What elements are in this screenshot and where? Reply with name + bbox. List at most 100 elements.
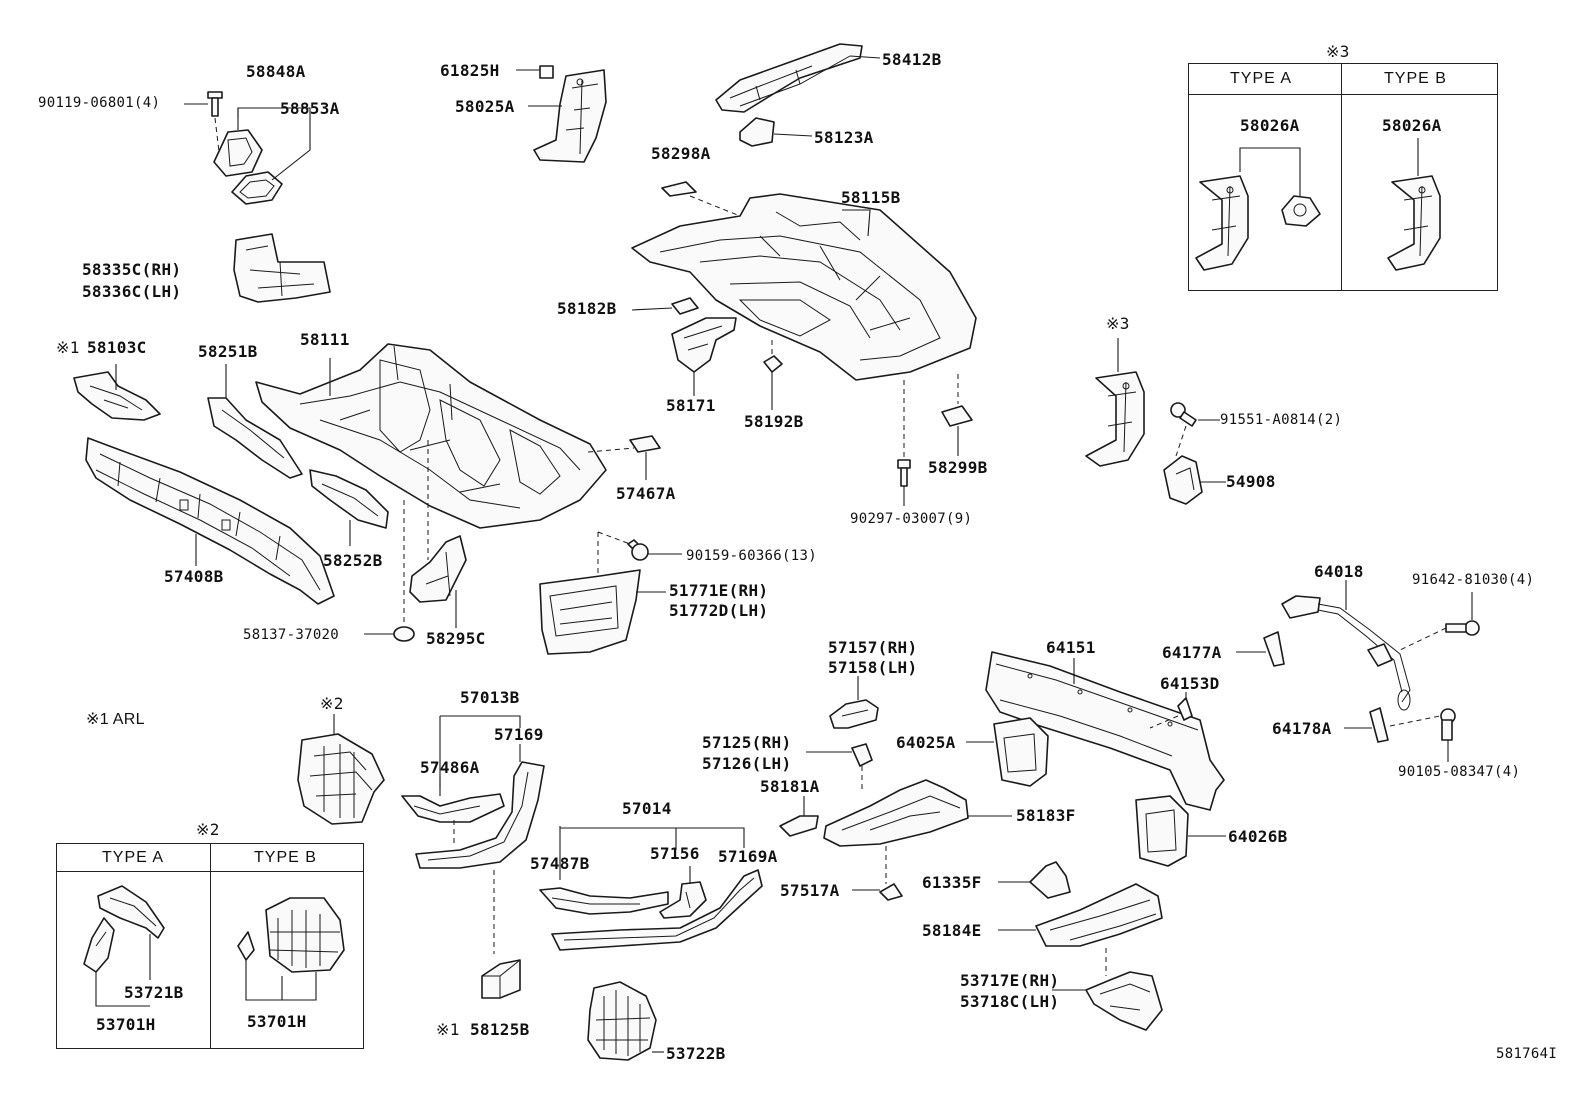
cap-58026A-type-a-icon — [1281, 195, 1321, 227]
marker-note2-table: ※2 — [196, 820, 220, 839]
plug-58137-icon — [393, 626, 415, 642]
label-58026A-type-a: 58026A — [1240, 116, 1300, 135]
type3-col-a-header: TYPE A — [1230, 70, 1293, 87]
step-51771E-icon — [539, 569, 641, 655]
diagram-id: 581764I — [1496, 1046, 1558, 1062]
type3-table — [1188, 63, 1498, 291]
type3-col-b-header: TYPE B — [1384, 70, 1447, 87]
rail-58184E-icon — [1035, 883, 1163, 947]
label-58295C: 58295C — [426, 629, 486, 648]
label-90159-60366: 90159-60366(13) — [686, 548, 817, 564]
type2-col-b-header: TYPE B — [254, 849, 317, 866]
label-58252B: 58252B — [323, 551, 383, 570]
label-51772D-lh: 51772D(LH) — [669, 601, 769, 620]
reinforcement-53721B-icon — [97, 885, 165, 939]
type3-table-divider — [1341, 63, 1342, 291]
cable-64018-icon — [1281, 595, 1411, 711]
label-58853A: 58853A — [280, 99, 340, 118]
cross-member-57408B-icon — [85, 437, 335, 605]
label-58111: 58111 — [300, 330, 350, 349]
label-53721B: 53721B — [124, 983, 184, 1002]
label-61335F: 61335F — [922, 873, 982, 892]
label-54908: 54908 — [1226, 472, 1276, 491]
panel-58103C-icon — [73, 371, 161, 421]
label-58182B: 58182B — [557, 299, 617, 318]
bracket-58298A-icon — [661, 181, 697, 197]
bolt-90159-icon — [627, 539, 649, 561]
bracket-58182B-icon — [671, 297, 699, 315]
label-58298A: 58298A — [651, 144, 711, 163]
marker-note2-part: ※2 — [320, 694, 344, 713]
clip-64153D-icon — [1177, 697, 1193, 721]
label-57467A: 57467A — [616, 484, 676, 503]
label-note1-legend: ※1 ARL — [86, 711, 145, 728]
label-58171: 58171 — [666, 396, 716, 415]
bracket-58026A-type-a-icon — [1195, 175, 1249, 271]
label-57125-rh: 57125(RH) — [702, 733, 792, 752]
cross-member-64151-icon — [985, 651, 1225, 811]
label-58336C-lh: 58336C(LH) — [82, 282, 182, 301]
front-floor-pan-58111-icon — [255, 343, 607, 529]
label-57517A: 57517A — [780, 881, 840, 900]
label-58115B: 58115B — [841, 188, 901, 207]
label-58192B: 58192B — [744, 412, 804, 431]
label-58251B: 58251B — [198, 342, 258, 361]
label-53717E-rh: 53717E(RH) — [960, 971, 1060, 990]
label-64153D: 64153D — [1160, 674, 1220, 693]
marker-note1-58103C: ※1 — [56, 338, 80, 357]
marker-note1-58125B: ※1 — [436, 1020, 460, 1039]
pad-61825H-icon — [539, 65, 554, 79]
label-57169A: 57169A — [718, 847, 778, 866]
label-58299B: 58299B — [928, 458, 988, 477]
seal-58848A-icon — [213, 129, 263, 177]
bracket-54908-icon — [1163, 455, 1203, 505]
bracket-57467A-icon — [629, 435, 661, 453]
label-58137-37020: 58137-37020 — [243, 627, 340, 643]
type3-table-drawing — [1195, 138, 1441, 271]
bracket-64025A-icon — [993, 717, 1049, 787]
label-51771E-rh: 51771E(RH) — [669, 581, 769, 600]
label-57156: 57156 — [650, 844, 700, 863]
reinforcement-53701H-type-b-icon — [237, 897, 345, 973]
label-58412B: 58412B — [882, 50, 942, 69]
bracket-57125-icon — [851, 743, 873, 767]
bracket-57157-icon — [829, 699, 879, 729]
bracket-64178A-icon — [1369, 707, 1389, 743]
bracket-57156-icon — [659, 881, 707, 919]
label-58184E: 58184E — [922, 921, 982, 940]
label-90297-03007: 90297-03007(9) — [850, 511, 973, 527]
label-57169: 57169 — [494, 725, 544, 744]
bolt-90297-icon — [897, 459, 911, 487]
label-58183F: 58183F — [1016, 806, 1076, 825]
rear-floor-pan-58115B-icon — [631, 193, 977, 381]
marker-note3-table: ※3 — [1326, 42, 1350, 61]
label-64025A: 64025A — [896, 733, 956, 752]
brace-57169-icon — [415, 761, 545, 869]
bracket-61335F-icon — [1029, 861, 1071, 899]
label-57014: 57014 — [622, 799, 672, 818]
label-57408B: 57408B — [164, 567, 224, 586]
bracket-58252B-icon — [309, 469, 389, 529]
bracket-58123A-icon — [739, 117, 775, 147]
label-57158-lh: 57158(LH) — [828, 658, 918, 677]
label-64177A: 64177A — [1162, 643, 1222, 662]
label-64018: 64018 — [1314, 562, 1364, 581]
brace-57486A-icon — [401, 793, 505, 823]
label-58848A: 58848A — [246, 62, 306, 81]
reinforcement-53701H-icon — [297, 733, 385, 825]
bolt-91551-icon — [1170, 402, 1197, 427]
bracket-58299B-icon — [941, 405, 973, 427]
bracket-58026A-icon — [1085, 371, 1145, 467]
reinforcement-58412B-icon — [715, 43, 863, 113]
label-91551-a0814: 91551-A0814(2) — [1220, 412, 1343, 428]
rocker-57487B-icon — [539, 887, 669, 915]
bracket-64026B-icon — [1135, 795, 1189, 867]
type2-table-drawing — [83, 885, 345, 1007]
label-57487B: 57487B — [530, 854, 590, 873]
label-64026B: 64026B — [1228, 827, 1288, 846]
rocker-57169A-icon — [551, 869, 763, 951]
label-58025A: 58025A — [455, 97, 515, 116]
label-61825H: 61825H — [440, 61, 500, 80]
label-90119-06801: 90119-06801(4) — [38, 95, 161, 111]
rail-58183F-icon — [823, 779, 969, 847]
